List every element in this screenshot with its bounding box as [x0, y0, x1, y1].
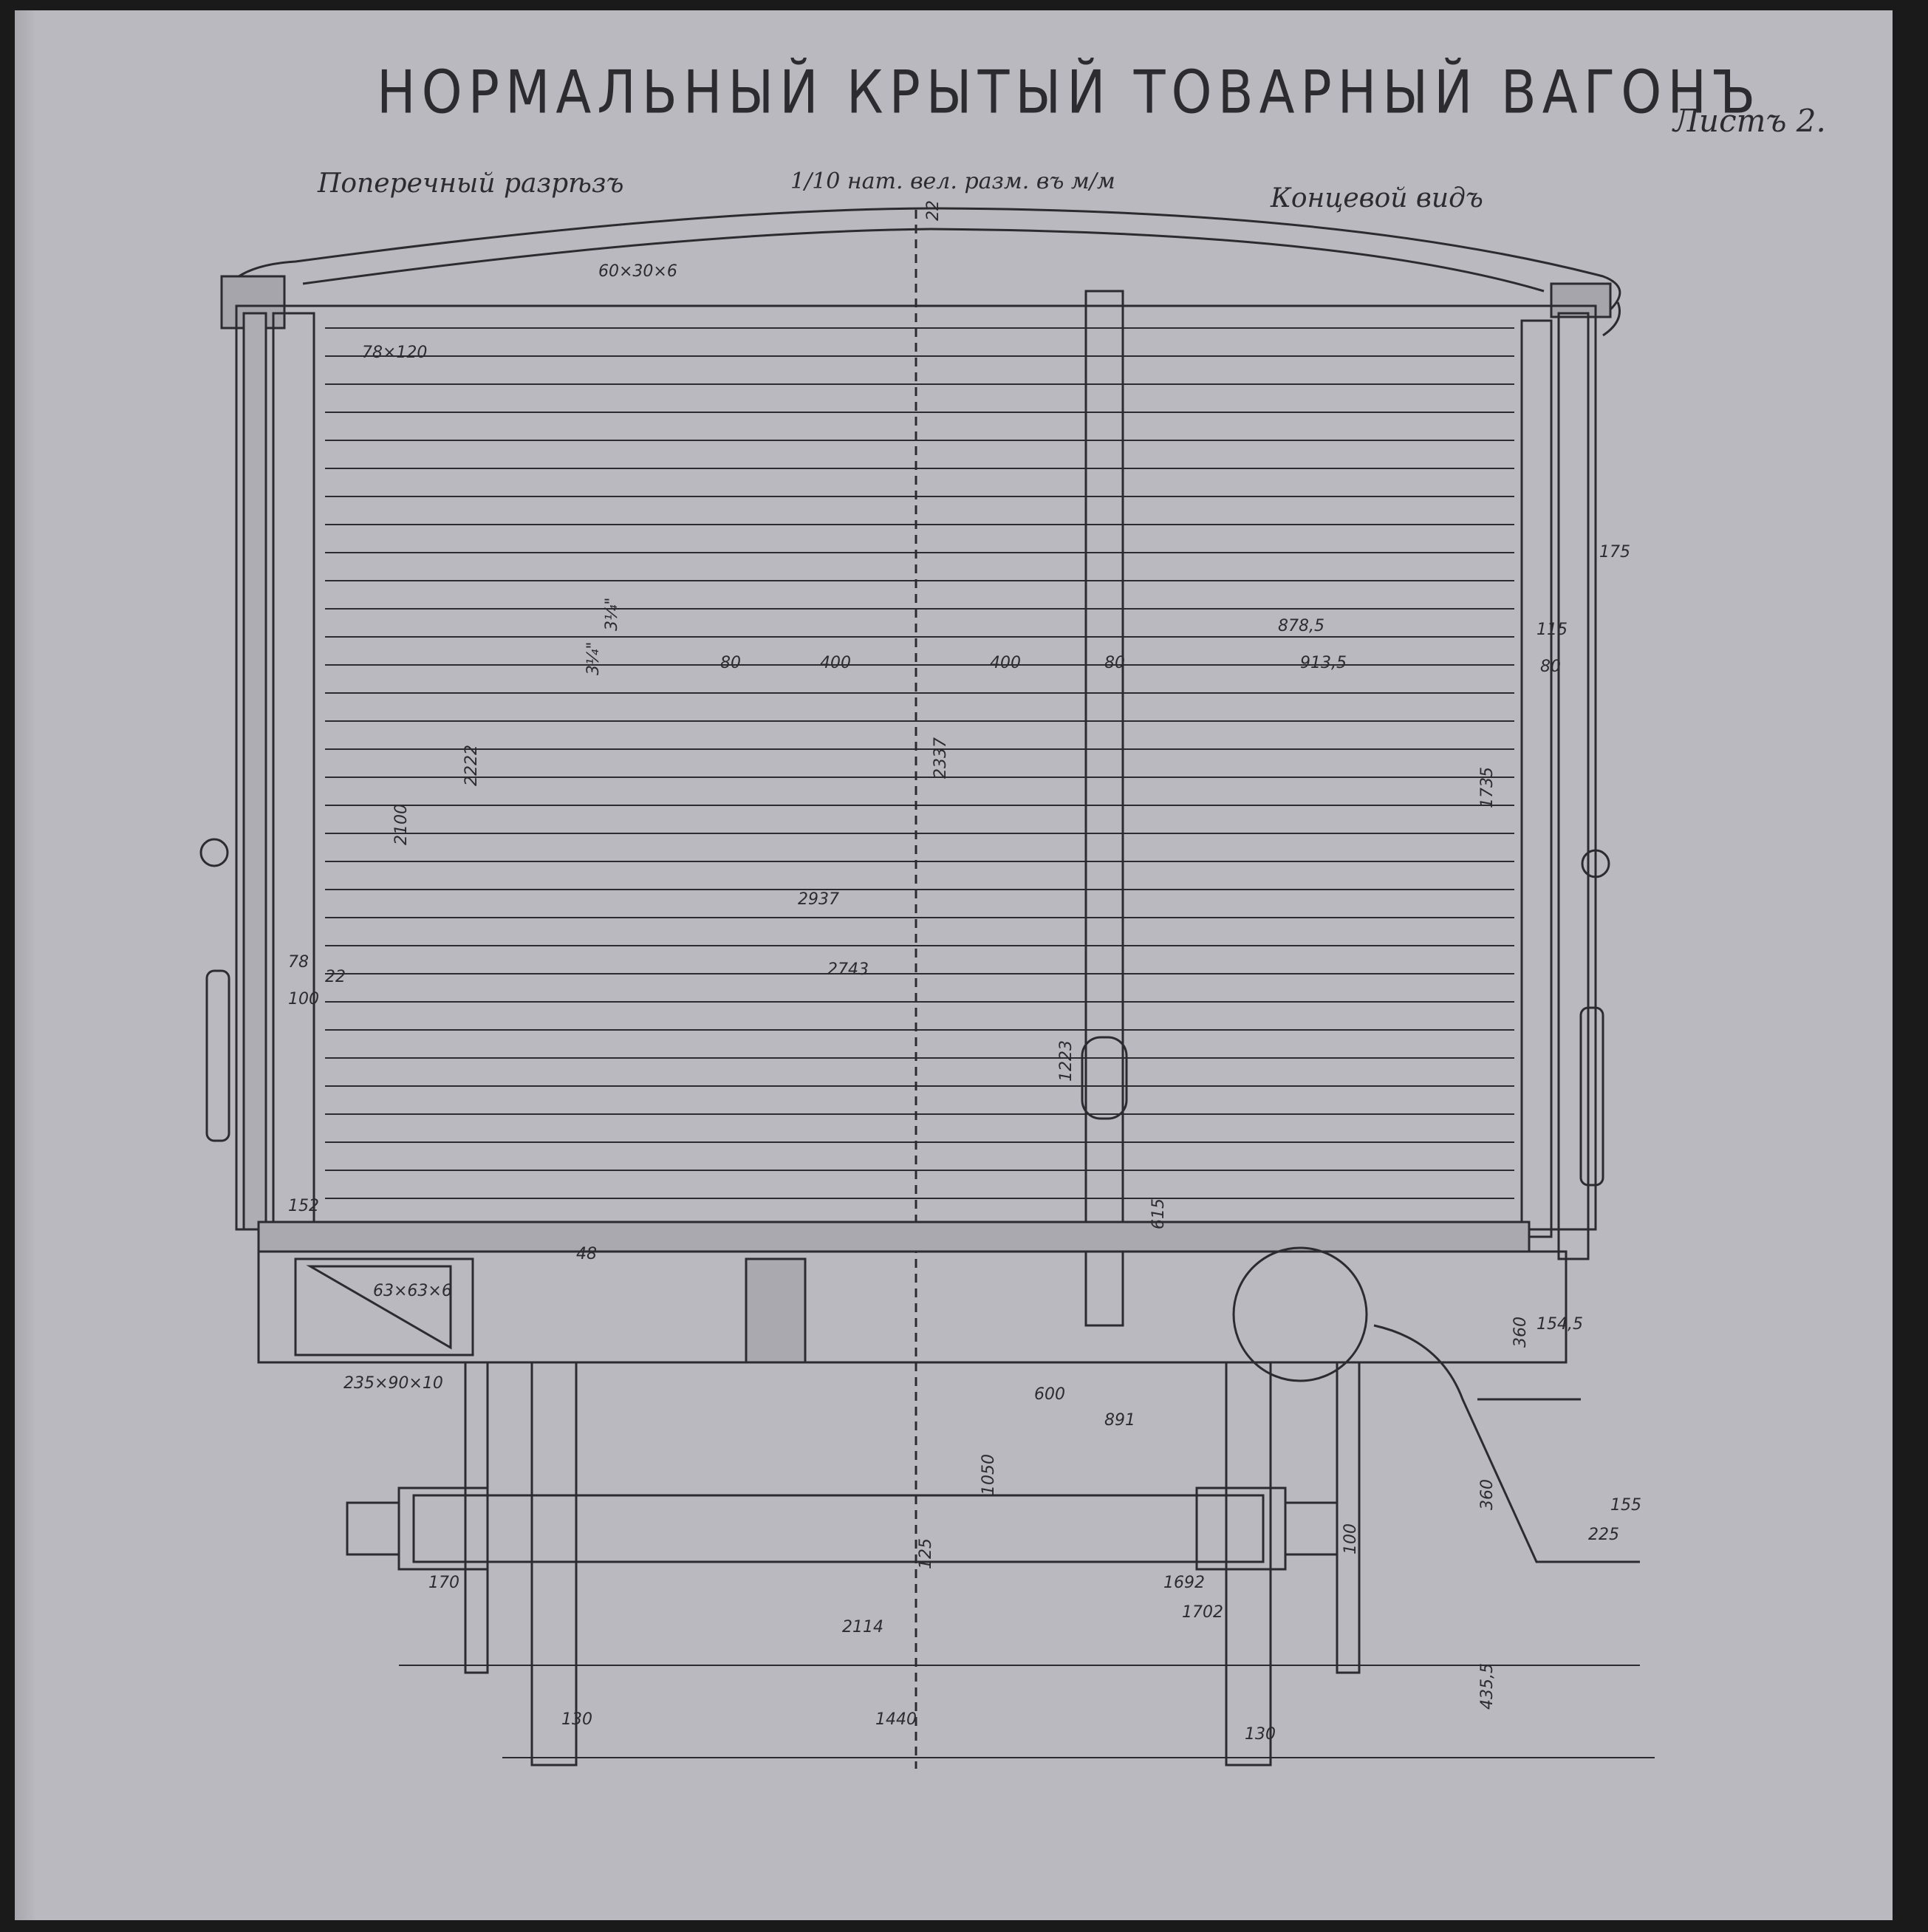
dim-115: 115	[1536, 621, 1568, 639]
dim-100: 100	[288, 990, 319, 1008]
dim-80-right: 80	[1104, 654, 1125, 672]
cross-section-caption: Поперечный разрѣзъ	[318, 168, 624, 199]
dim-3-25a: 3¼"	[584, 642, 603, 675]
dim-2100: 2100	[392, 804, 411, 845]
dim-360-a: 360	[1511, 1317, 1530, 1348]
dim-600: 600	[1034, 1385, 1065, 1404]
dim-22-top: 22	[924, 200, 943, 221]
sheet-number: Листъ 2.	[1673, 103, 1826, 139]
sole-bar	[257, 1250, 1568, 1364]
dim-48: 48	[576, 1245, 597, 1263]
car-body-frame	[235, 304, 1597, 1231]
left-wall-post	[242, 312, 267, 1231]
step-bracket	[1373, 1324, 1640, 1563]
sheet-fold-shadow	[15, 10, 37, 1920]
end-view-caption: Концевой видъ	[1271, 183, 1483, 214]
dim-78: 78	[288, 953, 309, 972]
scale-caption: 1/10 нат. вел. разм. въ м/м	[790, 168, 1115, 194]
dim-2114: 2114	[842, 1618, 883, 1636]
right-outer-post	[1557, 312, 1590, 1260]
dim-435-5: 435,5	[1478, 1663, 1497, 1710]
dim-2337-vertical: 2337	[931, 737, 950, 779]
dim-1223: 1223	[1057, 1040, 1076, 1082]
end-door-brace	[1084, 290, 1124, 1327]
dim-913-5: 913,5	[1300, 654, 1347, 672]
wagon-drawing: 22 60×30×6 78×120 2100 2222 3¼" 3¼" 80 4…	[199, 200, 1655, 1769]
right-axle-guard	[1336, 1361, 1361, 1674]
dim-878-5: 878,5	[1278, 617, 1324, 635]
dim-615: 615	[1149, 1198, 1168, 1229]
door-lock	[1081, 1036, 1128, 1120]
axle	[412, 1494, 1265, 1563]
dim-60x30x6: 60×30×6	[598, 262, 677, 281]
dim-1440: 1440	[875, 1710, 917, 1729]
dim-175: 175	[1599, 543, 1630, 561]
dim-1702: 1702	[1182, 1603, 1223, 1622]
left-axle-guard	[464, 1361, 489, 1674]
dim-1735: 1735	[1478, 767, 1497, 808]
right-grab-handle	[1579, 1006, 1604, 1187]
dim-1050: 1050	[980, 1454, 998, 1495]
dim-63x63x6: 63×63×6	[373, 1282, 452, 1300]
dim-170: 170	[428, 1574, 459, 1592]
dim-400-right: 400	[990, 654, 1021, 672]
dim-130-right: 130	[1245, 1725, 1276, 1744]
dim-152: 152	[288, 1197, 319, 1215]
dim-235x90x10: 235×90×10	[343, 1374, 443, 1393]
left-wall-inner-post	[272, 312, 315, 1231]
roof-hook	[1602, 301, 1621, 337]
dim-78x120: 78×120	[362, 344, 427, 362]
dim-130-left: 130	[561, 1710, 592, 1729]
dim-154-5: 154,5	[1536, 1315, 1583, 1334]
buffer-disc	[1232, 1246, 1368, 1382]
left-grab-handle	[205, 969, 230, 1142]
diagonal-gusset	[306, 1265, 452, 1350]
roof-outline	[220, 207, 1621, 311]
right-eye-fitting	[1581, 849, 1610, 878]
dim-2222: 2222	[462, 745, 481, 786]
dim-125: 125	[917, 1538, 935, 1569]
dim-891: 891	[1104, 1411, 1135, 1430]
drawing-title: НОРМАЛЬНЫЙ КРЫТЫЙ ТОВАРНЫЙ ВАГОНЪ	[377, 57, 1762, 128]
dim-1692: 1692	[1163, 1574, 1205, 1592]
right-wheel	[1225, 1361, 1272, 1767]
dim-100-axle: 100	[1341, 1523, 1360, 1554]
dim-80-left: 80	[720, 654, 741, 672]
drawing-sheet: НОРМАЛЬНЫЙ КРЫТЫЙ ТОВАРНЫЙ ВАГОНЪ Листъ …	[15, 10, 1893, 1920]
right-eave-block	[1550, 282, 1612, 318]
left-angle-bracket	[294, 1257, 474, 1356]
wall-boards	[325, 327, 1514, 1199]
dim-155: 155	[1610, 1496, 1641, 1515]
right-corner-post	[1520, 319, 1553, 1238]
left-axle-journal	[397, 1486, 489, 1571]
dim-400-left: 400	[820, 654, 851, 672]
buffer-block	[745, 1257, 807, 1364]
floor-boards	[257, 1221, 1531, 1253]
dim-80-end: 80	[1540, 658, 1561, 676]
dim-225: 225	[1588, 1526, 1619, 1544]
left-journal-end	[346, 1501, 400, 1556]
dim-22-side: 22	[325, 968, 346, 986]
left-wheel	[530, 1361, 578, 1767]
left-eye-fitting	[199, 838, 229, 867]
dim-2743: 2743	[827, 960, 869, 979]
dim-2937: 2937	[798, 890, 839, 909]
roof-inner-line	[302, 228, 1545, 293]
dim-360-b: 360	[1478, 1479, 1497, 1510]
right-axle-journal	[1195, 1486, 1287, 1571]
right-journal-end	[1284, 1501, 1339, 1556]
dim-3-25b: 3¼"	[603, 598, 621, 631]
